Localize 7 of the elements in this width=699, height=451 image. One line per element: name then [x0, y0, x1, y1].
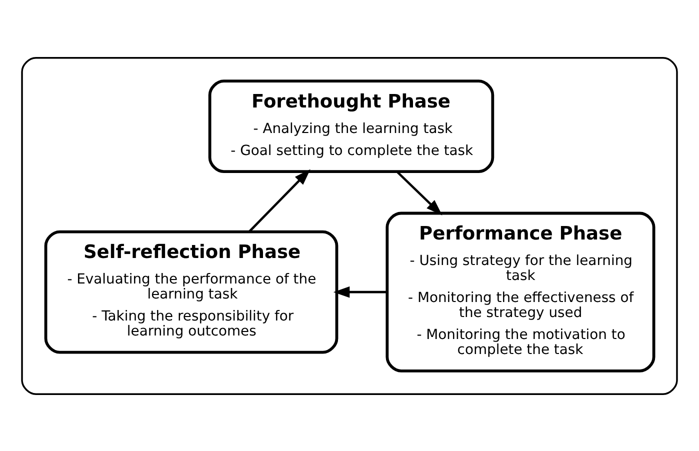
cluster — [21, 56, 678, 394]
node-box: Performance Phase - Using strategy for the learning task - Monitoring the effectiveness of the strategy used - Monitoring the motivation to complete the task — [386, 211, 656, 372]
arrow — [396, 170, 442, 215]
node-box: Self-reflection Phase - Evaluating the performance of the learning task - Taking the responsibility for learning outcomes — [44, 230, 338, 354]
node-box: Forethought Phase - Analyzing the learning task - Goal setting to complete the task — [208, 79, 494, 172]
arrow — [248, 168, 310, 232]
arrow — [333, 286, 388, 298]
